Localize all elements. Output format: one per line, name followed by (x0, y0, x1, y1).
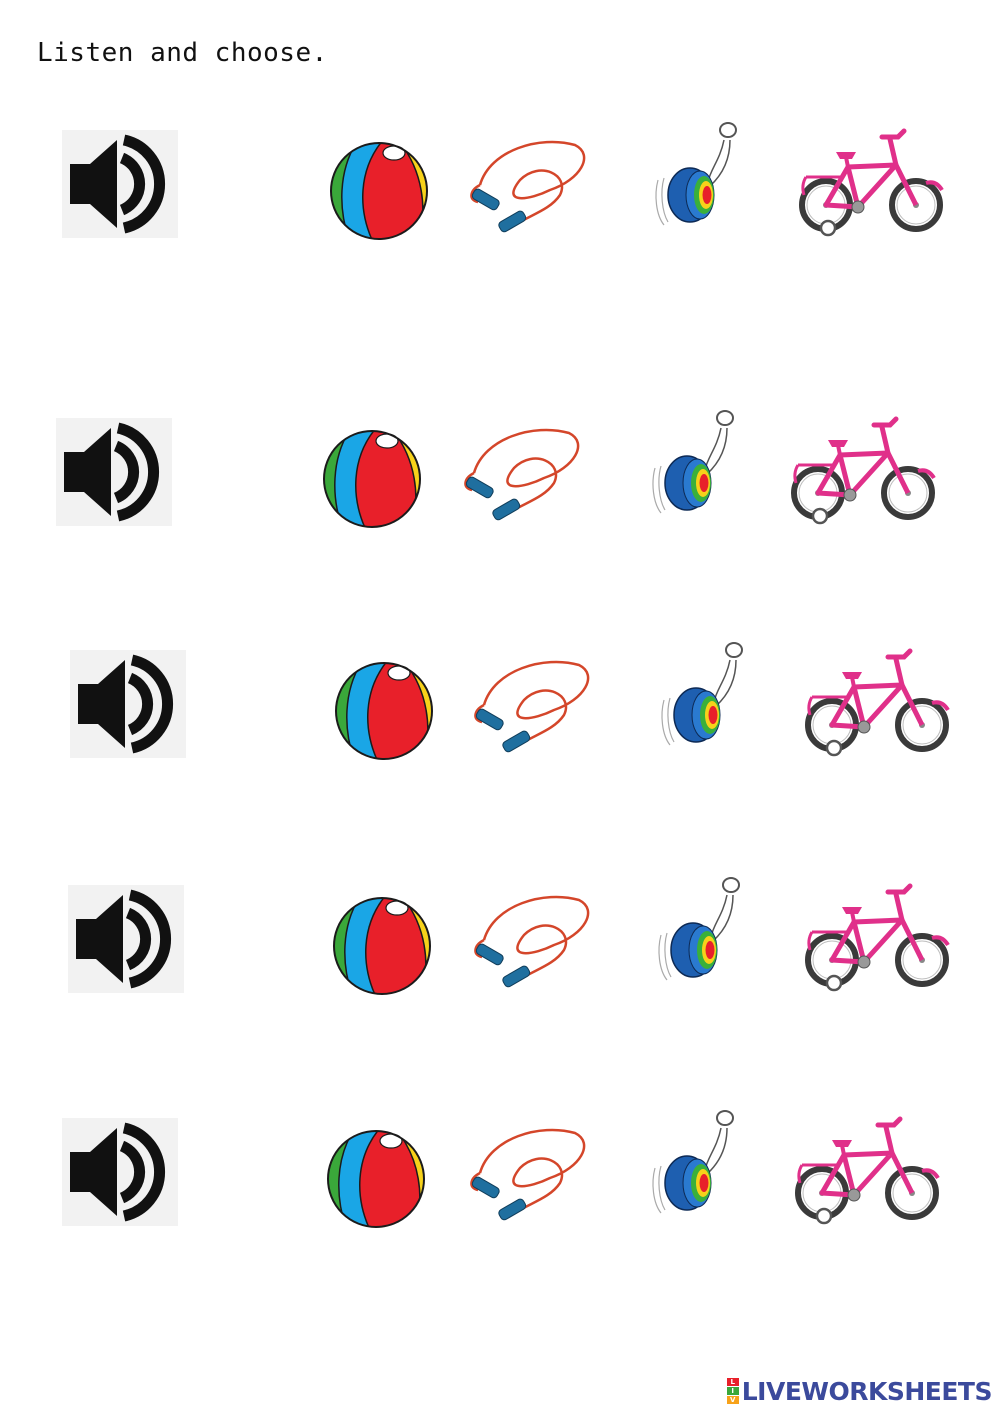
question-row (0, 1108, 1000, 1248)
yoyo-icon[interactable] (656, 640, 756, 755)
bicycle-icon[interactable] (792, 1113, 948, 1228)
logo-badge-letter: V (726, 1395, 739, 1404)
question-row (0, 640, 1000, 780)
bicycle-icon[interactable] (788, 413, 944, 528)
bicycle-icon[interactable] (796, 125, 952, 240)
bicycle-icon[interactable] (802, 880, 958, 995)
speaker-icon[interactable] (68, 885, 184, 993)
jump-rope-icon[interactable] (460, 1118, 592, 1228)
logo-text: LIVEWORKSHEETS (741, 1376, 993, 1406)
logo-badge: L I V (726, 1377, 739, 1405)
yoyo-icon[interactable] (647, 408, 747, 523)
jump-rope-icon[interactable] (454, 418, 586, 528)
jump-rope-icon[interactable] (464, 650, 596, 760)
question-row (0, 120, 1000, 260)
speaker-icon[interactable] (62, 130, 178, 238)
logo-badge-letter: I (726, 1386, 739, 1395)
yoyo-icon[interactable] (653, 875, 753, 990)
speaker-icon[interactable] (70, 650, 186, 758)
speaker-icon[interactable] (56, 418, 172, 526)
speaker-icon[interactable] (62, 1118, 178, 1226)
beach-ball-icon[interactable] (321, 428, 423, 530)
beach-ball-icon[interactable] (325, 1128, 427, 1230)
logo-badge-letter: L (726, 1377, 739, 1386)
beach-ball-icon[interactable] (328, 140, 430, 242)
instruction-text: Listen and choose. (37, 38, 328, 68)
beach-ball-icon[interactable] (331, 895, 433, 997)
jump-rope-icon[interactable] (460, 130, 592, 240)
jump-rope-icon[interactable] (464, 885, 596, 995)
liveworksheets-logo: L I V LIVEWORKSHEETS (726, 1376, 993, 1406)
yoyo-icon[interactable] (647, 1108, 747, 1223)
yoyo-icon[interactable] (650, 120, 750, 235)
beach-ball-icon[interactable] (333, 660, 435, 762)
question-row (0, 408, 1000, 548)
bicycle-icon[interactable] (802, 645, 958, 760)
question-row (0, 875, 1000, 1015)
